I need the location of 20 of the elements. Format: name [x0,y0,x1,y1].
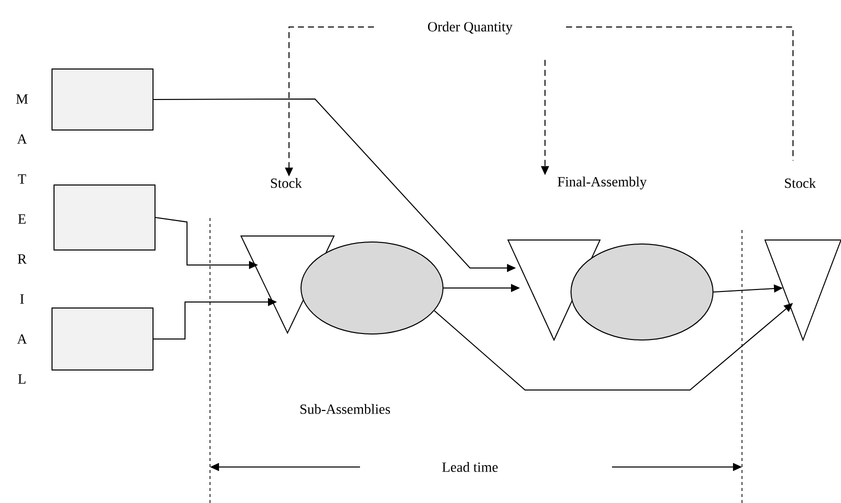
vertical-letter: L [18,374,26,384]
text-label: Stock [785,178,816,188]
text-label: Lead time [442,462,498,472]
vertical-letter: T [18,174,26,184]
vertical-letter: A [17,134,27,144]
text-label: Stock [271,178,302,188]
material-box [52,68,154,130]
vertical-letter: M [16,94,28,104]
arrow [434,303,793,390]
vertical-letter: E [18,214,26,224]
text-label: Order Quantity [428,22,513,34]
text-label: Final-Assembly [558,176,647,190]
process-ellipse [570,244,714,340]
vertical-letter: R [18,254,27,264]
material-box [54,184,156,250]
text-label: Sub-Assemblies [300,404,390,414]
process-ellipse [300,242,444,334]
vertical-letter: A [17,334,27,344]
material-box [52,308,154,370]
vertical-letter: I [20,294,24,304]
